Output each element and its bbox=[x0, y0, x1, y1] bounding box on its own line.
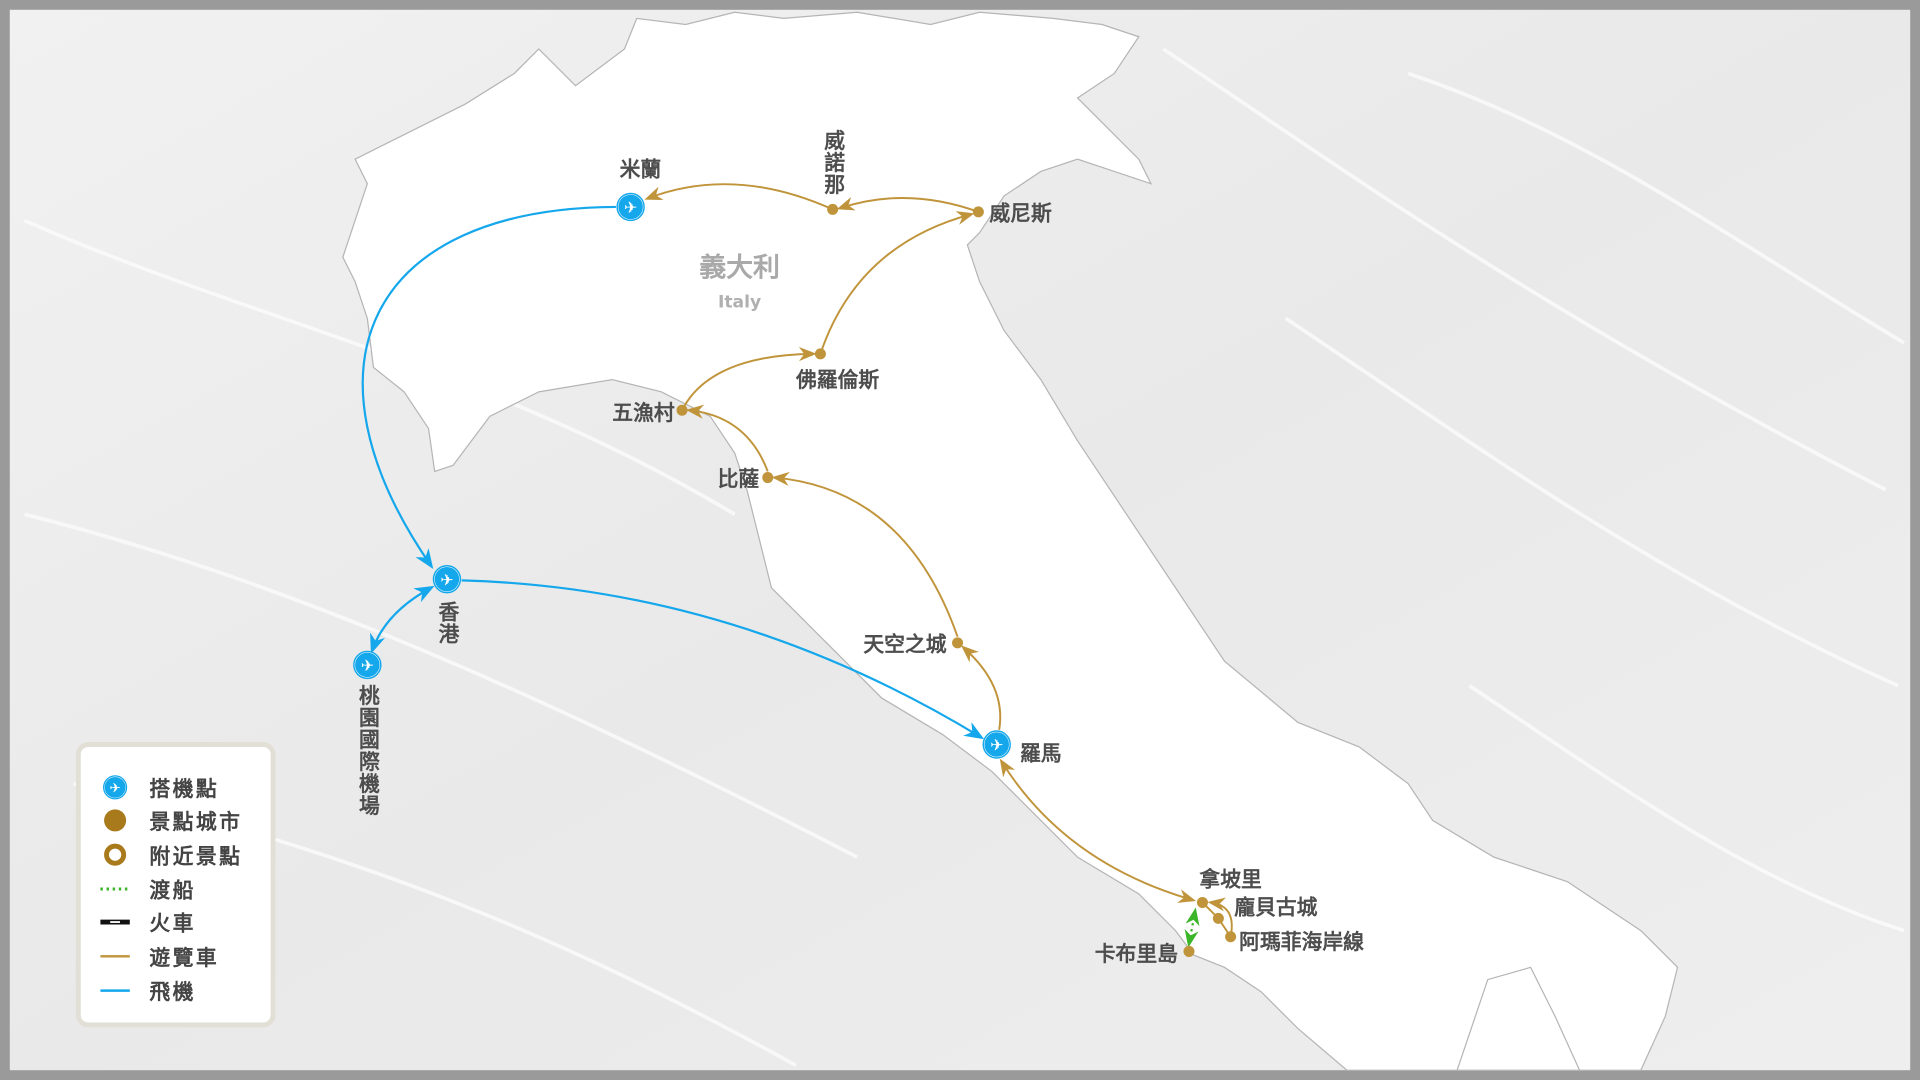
flight-route-hongkong-taoyuan bbox=[370, 585, 435, 654]
coach-route-pisa-cinqueterre bbox=[685, 404, 769, 472]
coach-route-civita-pisa bbox=[771, 471, 959, 638]
label-civita: 天空之城 bbox=[863, 632, 946, 656]
city-dot-naples[interactable] bbox=[1196, 896, 1208, 908]
legend: 搭機點 景點城市 附近景點 渡船 火車 遊覽車 飛機 bbox=[75, 742, 276, 1028]
city-dot-icon bbox=[104, 809, 127, 832]
city-dot-pisa[interactable] bbox=[762, 472, 774, 484]
city-dot-cinqueterre[interactable] bbox=[676, 404, 688, 416]
legend-label: 火車 bbox=[149, 912, 196, 936]
label-taoyuan: 桃園國際機場 bbox=[355, 684, 379, 817]
legend-label: 飛機 bbox=[149, 980, 196, 1004]
legend-label: 遊覽車 bbox=[149, 946, 219, 970]
city-dot-amalfi[interactable] bbox=[1225, 931, 1237, 943]
label-milan: 米蘭 bbox=[620, 157, 662, 181]
coach-route-verona-milan bbox=[644, 183, 834, 211]
label-venice: 威尼斯 bbox=[989, 201, 1052, 225]
legend-label: 附近景點 bbox=[149, 844, 242, 868]
city-dot-capri[interactable] bbox=[1183, 945, 1195, 957]
airport-icon bbox=[103, 775, 128, 800]
label-hongkong: 香港 bbox=[435, 601, 459, 645]
airport-icon-taoyuan[interactable] bbox=[353, 650, 382, 680]
airport-icon-milan[interactable] bbox=[616, 192, 645, 222]
label-amalfi: 阿瑪菲海岸線 bbox=[1239, 930, 1364, 954]
coach-route-cinqueterre-florence bbox=[681, 346, 817, 411]
country-name: 義大利 bbox=[699, 252, 780, 284]
coach-route-rome-civita bbox=[961, 645, 1002, 730]
flight-route-hongkong-rome bbox=[461, 579, 985, 740]
label-pompeii: 龐貝古城 bbox=[1234, 896, 1317, 920]
legend-label: 渡船 bbox=[149, 879, 196, 903]
coach-route-venice-verona bbox=[836, 197, 979, 213]
label-florence: 佛羅倫斯 bbox=[795, 368, 879, 392]
city-dot-verona[interactable] bbox=[827, 203, 839, 215]
legend-box bbox=[75, 742, 276, 1028]
legend-label: 搭機點 bbox=[149, 777, 219, 801]
label-capri: 卡布里島 bbox=[1095, 942, 1178, 966]
label-naples: 拿坡里 bbox=[1198, 868, 1262, 892]
country-name-en: Italy bbox=[718, 292, 761, 312]
coach-route-naples-rome bbox=[999, 758, 1197, 903]
city-dot-civita[interactable] bbox=[952, 637, 964, 649]
label-rome: 羅馬 bbox=[1020, 741, 1062, 765]
city-dots bbox=[676, 203, 1237, 957]
nearby-ring-icon bbox=[104, 843, 127, 866]
airport-icon-rome[interactable] bbox=[982, 730, 1011, 759]
label-cinqueterre: 五漁村 bbox=[612, 401, 675, 425]
flight-route-milan-hongkong bbox=[361, 205, 616, 569]
airport-icon-hongkong[interactable] bbox=[432, 564, 462, 594]
italy-landmass bbox=[342, 11, 1679, 1071]
sicily-landmass bbox=[1456, 966, 1581, 1071]
city-dot-pompeii[interactable] bbox=[1212, 912, 1224, 924]
label-pisa: 比薩 bbox=[718, 467, 760, 491]
coach-route-florence-venice bbox=[819, 211, 975, 355]
legend-label: 景點城市 bbox=[149, 810, 242, 834]
label-verona: 威諾那 bbox=[821, 129, 845, 196]
city-dot-florence[interactable] bbox=[814, 348, 826, 360]
city-dot-venice[interactable] bbox=[972, 206, 984, 218]
